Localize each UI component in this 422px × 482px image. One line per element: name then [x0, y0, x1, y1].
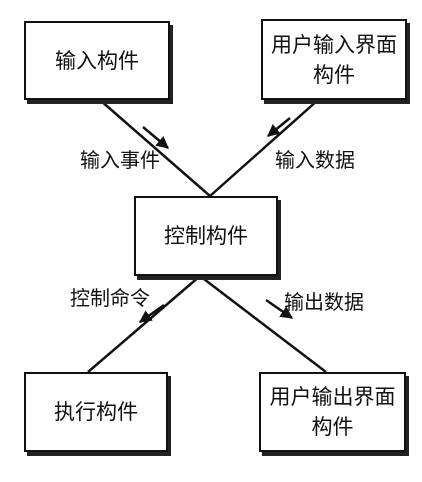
edge-label-input-event: 输入事件: [80, 148, 160, 172]
node-execute-component: 执行构件: [24, 372, 168, 452]
edge-label-control-command: 控制命令: [70, 286, 150, 310]
node-control-component: 控制构件: [134, 196, 278, 276]
connector-control-to-ui-output: [199, 275, 327, 373]
connector-control-to-execute: [87, 275, 201, 373]
node-ui-input-component: 用户输入界面 构件: [261, 19, 407, 100]
arrow-input-data: [267, 117, 291, 137]
arrow-control-command: [138, 303, 165, 324]
edge-label-input-data: 输入数据: [275, 148, 355, 172]
connector-ui-input-to-control: [209, 99, 319, 197]
edge-label-output-data: 输出数据: [284, 290, 364, 314]
node-ui-output-component: 用户输出界面 构件: [259, 372, 406, 452]
arrow-input-event: [142, 126, 169, 149]
arrow-output-data: [265, 298, 294, 320]
node-input-component: 输入构件: [24, 21, 170, 100]
connector-input-to-control: [99, 99, 211, 197]
